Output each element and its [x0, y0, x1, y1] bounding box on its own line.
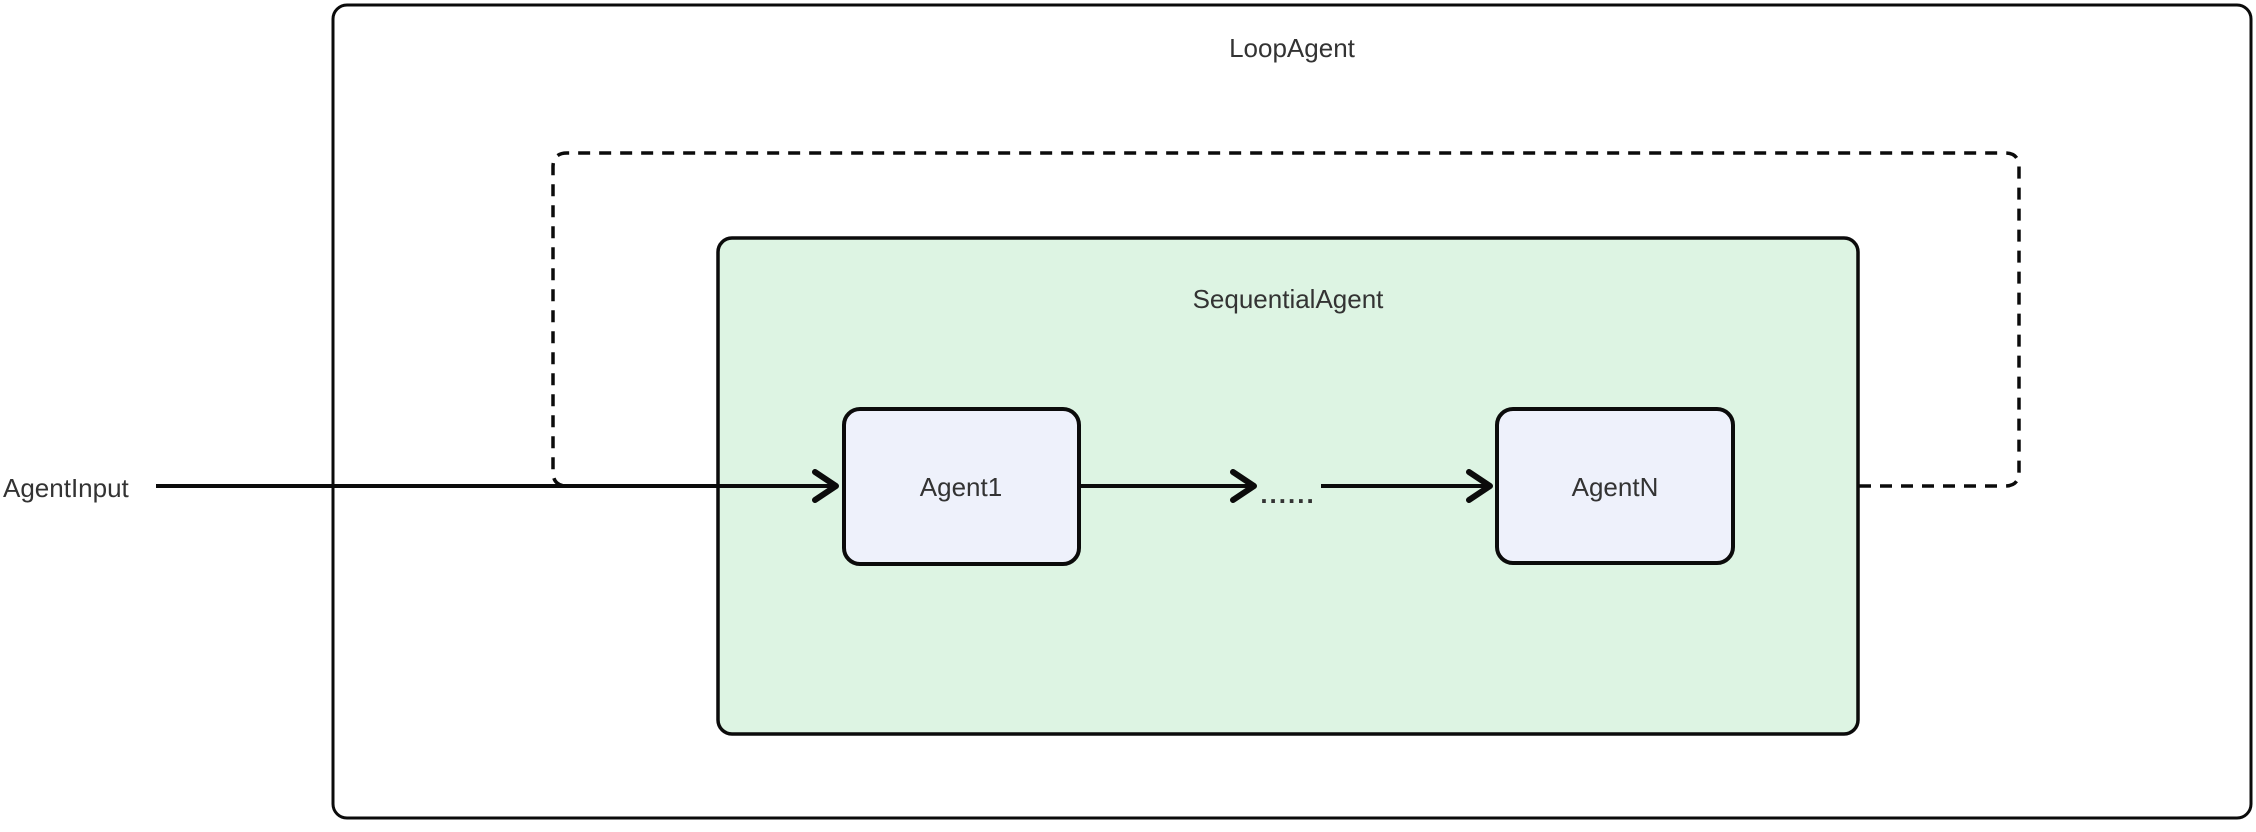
ellipsis-label: ...... — [1260, 479, 1315, 509]
node-agent1-label: Agent1 — [920, 472, 1002, 502]
node-agentn-label: AgentN — [1572, 472, 1659, 502]
loopagent-label: LoopAgent — [1229, 33, 1356, 63]
node-agent1 — [842, 407, 1081, 566]
node-agentn — [1495, 407, 1735, 565]
loopback-dashed-edge — [551, 151, 2021, 488]
sequentialagent-label: SequentialAgent — [1193, 284, 1385, 314]
agentinput-label: AgentInput — [3, 473, 130, 503]
